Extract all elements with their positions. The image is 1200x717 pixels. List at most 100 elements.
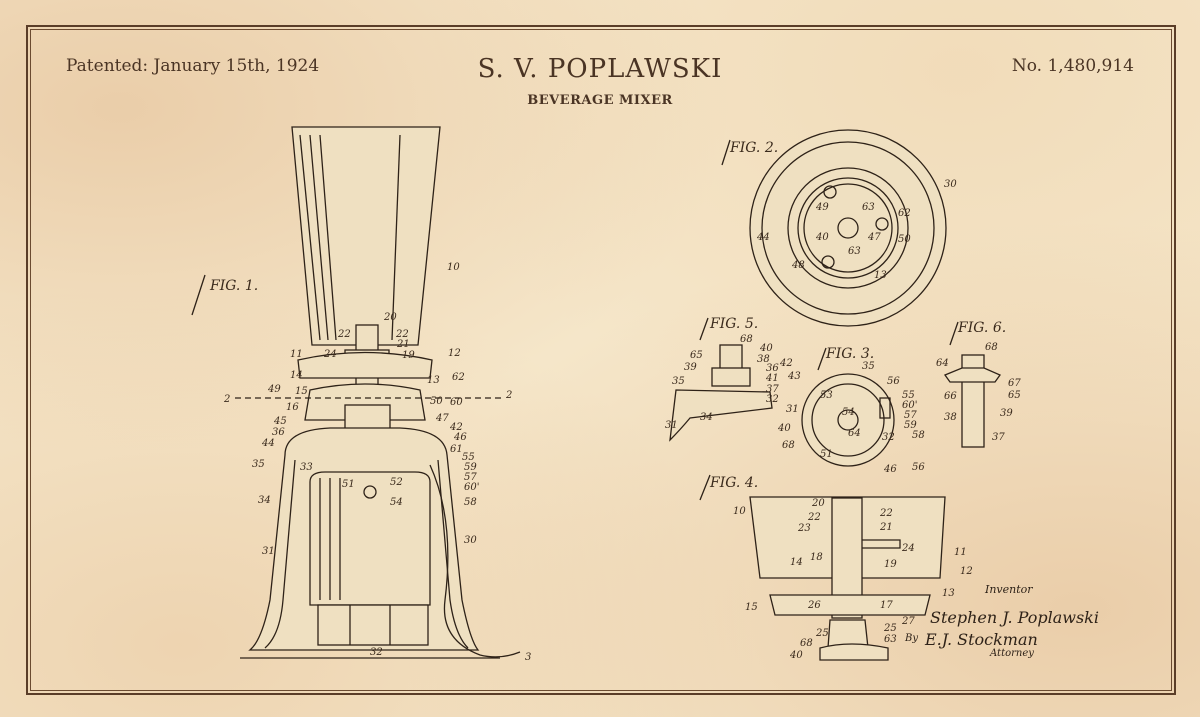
- svg-text:22: 22: [337, 329, 351, 340]
- svg-text:12: 12: [448, 348, 461, 359]
- svg-text:32: 32: [370, 647, 383, 658]
- svg-text:12: 12: [960, 566, 973, 577]
- svg-text:32: 32: [882, 432, 895, 443]
- svg-text:39: 39: [1000, 408, 1013, 419]
- svg-text:19: 19: [402, 350, 415, 361]
- svg-text:38: 38: [757, 354, 770, 365]
- fig1-drawing: FIG. 1. 2 2 10 20 22 22: [191, 126, 531, 663]
- svg-text:11: 11: [290, 349, 303, 360]
- svg-text:22: 22: [879, 508, 893, 519]
- svg-text:2: 2: [505, 390, 512, 401]
- svg-text:24: 24: [323, 349, 337, 360]
- svg-text:59: 59: [904, 420, 917, 431]
- svg-text:13: 13: [874, 270, 887, 281]
- svg-text:55: 55: [462, 452, 475, 463]
- svg-text:63: 63: [884, 634, 897, 645]
- svg-text:46: 46: [453, 432, 467, 443]
- svg-text:37: 37: [992, 432, 1005, 443]
- svg-text:64: 64: [936, 358, 949, 369]
- svg-text:31: 31: [665, 420, 678, 431]
- svg-text:24: 24: [901, 543, 915, 554]
- svg-text:30: 30: [944, 179, 957, 190]
- svg-text:68: 68: [800, 638, 813, 649]
- svg-text:66: 66: [944, 391, 957, 402]
- svg-text:35: 35: [252, 459, 265, 470]
- svg-text:68: 68: [782, 440, 795, 451]
- svg-text:65: 65: [1008, 390, 1021, 401]
- svg-text:21: 21: [396, 339, 410, 350]
- svg-text:30: 30: [464, 535, 477, 546]
- outer-border: [26, 25, 1176, 695]
- svg-text:61: 61: [450, 444, 463, 455]
- svg-text:25: 25: [883, 623, 897, 634]
- svg-text:31: 31: [262, 546, 275, 557]
- svg-text:49: 49: [267, 384, 281, 395]
- svg-text:68: 68: [985, 342, 998, 353]
- inventor-signature: Stephen J. Poplawski: [930, 608, 1099, 627]
- svg-text:42: 42: [449, 422, 463, 433]
- svg-text:35: 35: [672, 376, 685, 387]
- inner-border: [30, 29, 1172, 691]
- svg-text:2: 2: [223, 394, 230, 405]
- svg-text:54: 54: [842, 407, 855, 418]
- svg-text:50: 50: [430, 396, 443, 407]
- svg-text:40: 40: [759, 343, 773, 354]
- svg-text:60': 60': [902, 400, 917, 411]
- svg-text:46: 46: [883, 464, 897, 475]
- svg-text:14: 14: [290, 370, 303, 381]
- svg-text:37: 37: [766, 384, 779, 395]
- svg-text:62: 62: [452, 372, 465, 383]
- svg-text:58: 58: [912, 430, 925, 441]
- svg-text:60: 60: [450, 397, 463, 408]
- svg-text:51: 51: [342, 479, 355, 490]
- svg-text:47: 47: [435, 413, 449, 424]
- svg-text:40: 40: [777, 423, 791, 434]
- svg-text:42: 42: [779, 358, 793, 369]
- patent-date: Patented: January 15th, 1924: [66, 56, 320, 76]
- svg-text:22: 22: [807, 512, 821, 523]
- svg-text:65: 65: [690, 350, 703, 361]
- svg-text:16: 16: [286, 402, 299, 413]
- svg-text:23: 23: [797, 523, 811, 534]
- svg-text:36: 36: [766, 363, 779, 374]
- svg-text:39: 39: [684, 362, 697, 373]
- fig4-drawing: FIG. 4. 10 20 22 22 23 21 24 11 18 14 19…: [699, 474, 973, 661]
- svg-text:31: 31: [786, 404, 799, 415]
- svg-text:33: 33: [300, 462, 313, 473]
- svg-text:44: 44: [261, 438, 275, 449]
- svg-text:3: 3: [525, 652, 531, 663]
- svg-text:40: 40: [815, 232, 829, 243]
- fig3-drawing: FIG. 3. 35 56 55 53 60' 54 31 57 59 40 6…: [777, 346, 925, 475]
- svg-text:34: 34: [258, 495, 271, 506]
- svg-text:15: 15: [745, 602, 758, 613]
- fig4-label: FIG. 4.: [709, 475, 758, 491]
- inventor-name: S. V. POPLAWSKI: [477, 54, 723, 84]
- fig5-label: FIG. 5.: [709, 316, 758, 332]
- fig5-drawing: FIG. 5. 68 40 65 38 42 39 36 41 43 35 37…: [665, 316, 801, 442]
- svg-text:36: 36: [272, 427, 285, 438]
- svg-text:56: 56: [887, 376, 900, 387]
- inventor-label: Inventor: [985, 583, 1033, 596]
- svg-text:68: 68: [740, 334, 753, 345]
- svg-text:48: 48: [791, 260, 805, 271]
- svg-text:14: 14: [790, 557, 803, 568]
- svg-text:45: 45: [273, 416, 287, 427]
- svg-text:35: 35: [862, 361, 875, 372]
- svg-text:57: 57: [904, 410, 917, 421]
- svg-text:41: 41: [765, 373, 779, 384]
- svg-text:67: 67: [1008, 378, 1021, 389]
- by-label: By: [905, 633, 918, 644]
- svg-text:40: 40: [789, 650, 803, 661]
- svg-text:50: 50: [898, 234, 911, 245]
- svg-text:22: 22: [395, 329, 409, 340]
- svg-text:10: 10: [733, 506, 746, 517]
- svg-text:10: 10: [447, 262, 460, 273]
- svg-text:20: 20: [811, 498, 825, 509]
- svg-text:21: 21: [879, 522, 893, 533]
- fig6-drawing: FIG. 6. 68 64 67 65 66 38 39 37: [936, 320, 1021, 448]
- svg-text:57: 57: [464, 472, 477, 483]
- svg-text:55: 55: [902, 390, 915, 401]
- fig3-label: FIG. 3.: [825, 346, 874, 362]
